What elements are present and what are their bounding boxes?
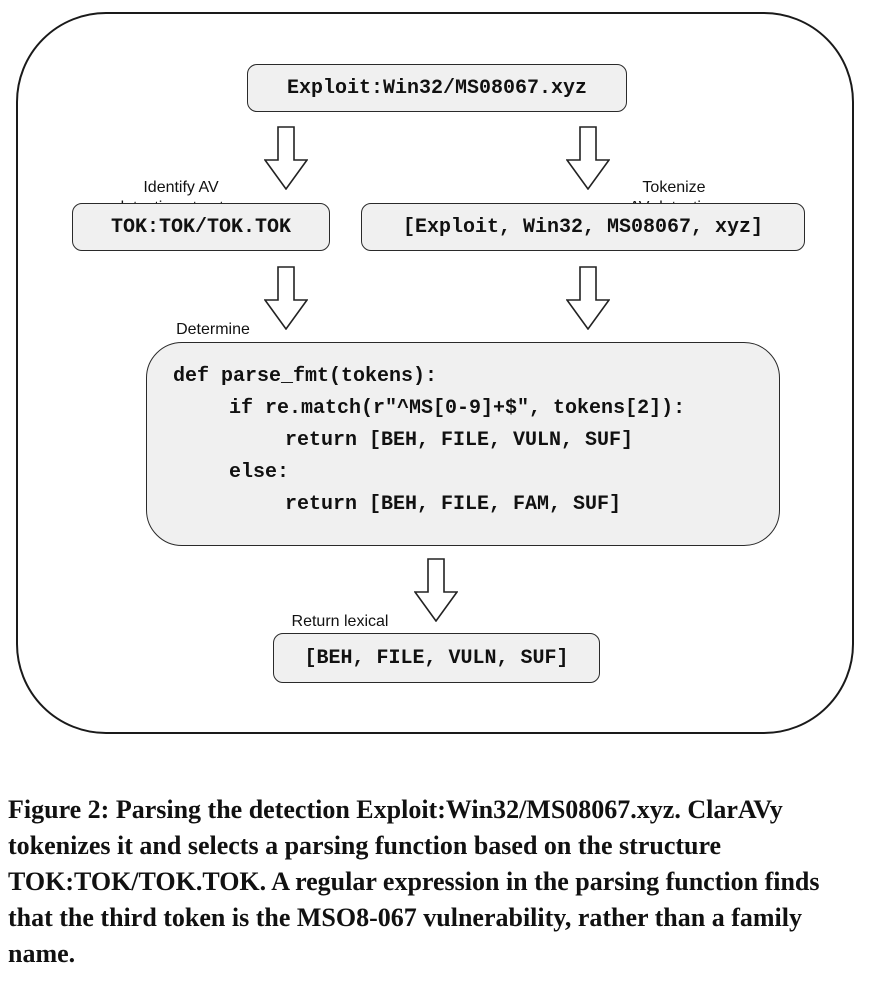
arrow-down-icon xyxy=(264,266,308,330)
tokens-node: [Exploit, Win32, MS08067, xyz] xyxy=(361,203,805,251)
code-line: return [BEH, FILE, FAM, SUF] xyxy=(285,493,622,516)
arrow-down-icon xyxy=(566,266,610,330)
code-line: if re.match(r"^MS[0-9]+$", tokens[2]): xyxy=(229,397,686,420)
result-node: [BEH, FILE, VULN, SUF] xyxy=(273,633,600,683)
figure-caption: Figure 2: Parsing the detection Exploit:… xyxy=(8,795,820,968)
detection-node: Exploit:Win32/MS08067.xyz xyxy=(247,64,627,112)
arrow-down-icon xyxy=(264,126,308,190)
diagram-frame xyxy=(16,12,854,734)
code-line: else: xyxy=(229,461,290,484)
structure-node: TOK:TOK/TOK.TOK xyxy=(72,203,330,251)
parser-code-block: def parse_fmt(tokens): if re.match(r"^MS… xyxy=(146,342,780,546)
arrow-down-icon xyxy=(566,126,610,190)
code-line: def parse_fmt(tokens): xyxy=(173,365,438,388)
arrow-down-icon xyxy=(414,558,458,622)
code-line: return [BEH, FILE, VULN, SUF] xyxy=(285,429,634,452)
